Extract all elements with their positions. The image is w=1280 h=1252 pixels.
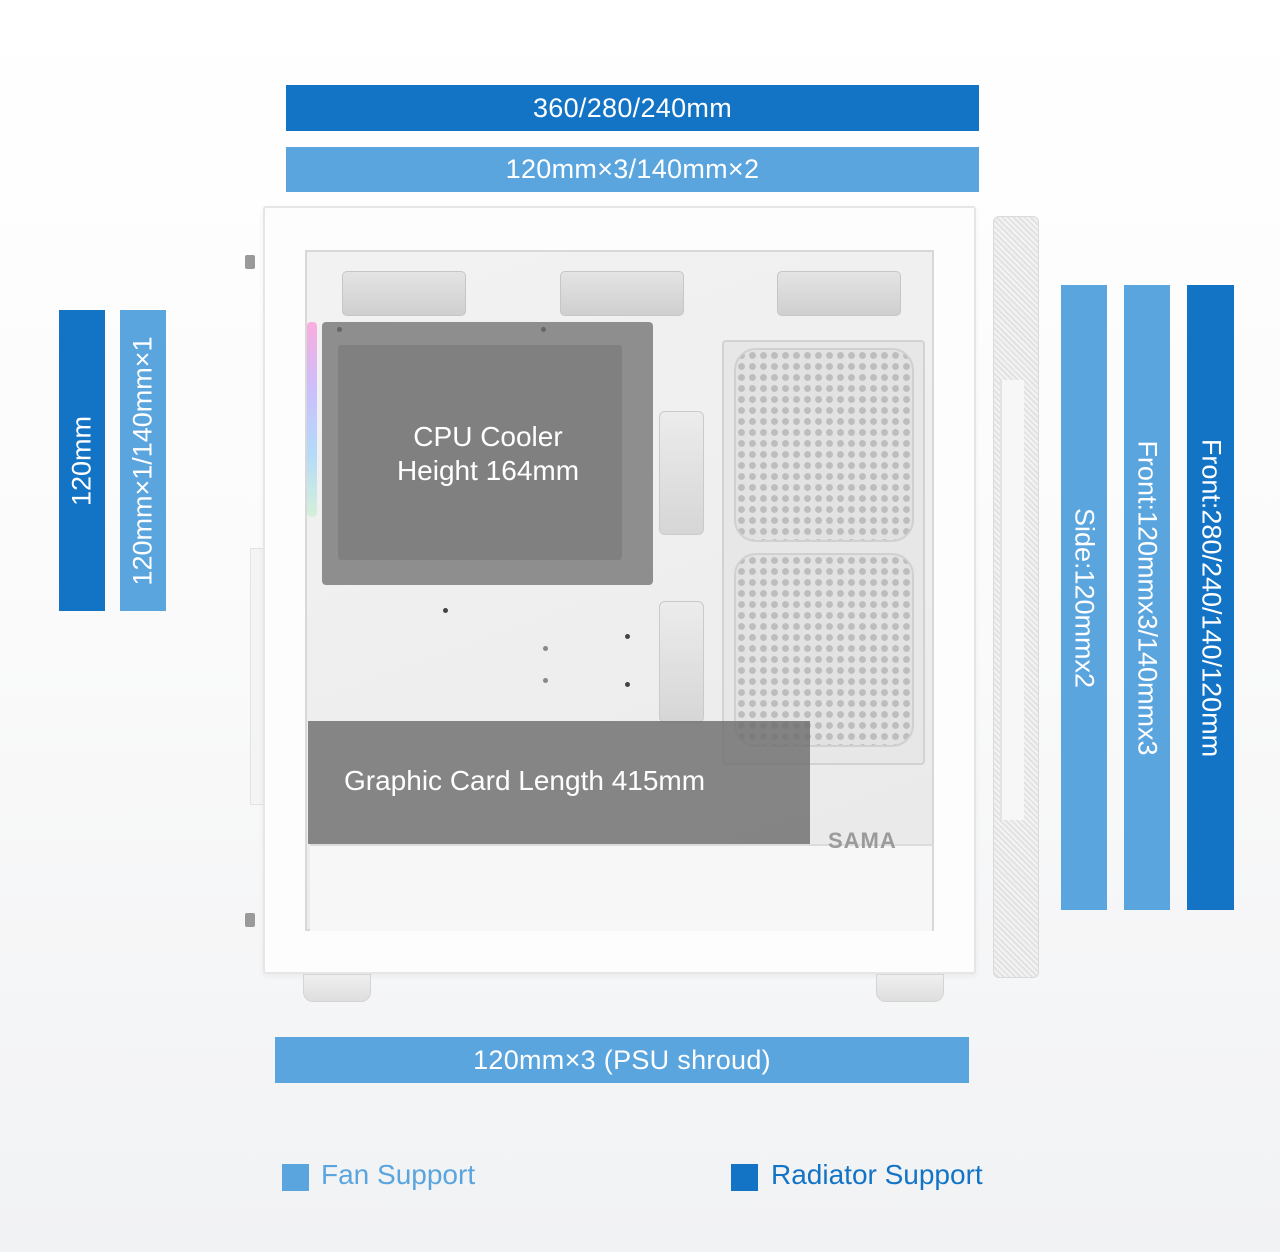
cable-grommet-lower (659, 601, 704, 723)
radiator-support-legend: Radiator Support (771, 1159, 983, 1190)
cpu-cooler-label: CPU Cooler Height 164mm (338, 420, 638, 488)
standoff (543, 678, 548, 683)
rear-fan-label: 120mm×1/140mm×1 (127, 335, 158, 586)
top-fan-label: 120mm×3/140mm×2 (505, 154, 760, 184)
standoff (443, 608, 448, 613)
gpu-length-label: Graphic Card Length 415mm (344, 765, 706, 796)
brand-logo: SAMA (828, 828, 897, 853)
rear-radiator-bar: 120mm (59, 310, 105, 611)
graphics-card-zone (308, 721, 810, 844)
top-radiator-bar: 360/280/240mm (286, 85, 979, 131)
top-fan-bar: 120mm×3/140mm×2 (286, 147, 979, 192)
standoff (541, 327, 546, 332)
front-fan-mesh-lower (734, 553, 914, 747)
cpu-cooler-label-line1: CPU Cooler (413, 421, 563, 452)
fan-support-swatch (282, 1164, 309, 1191)
psu-shroud-fan-label: 120mm×3 (PSU shroud) (473, 1044, 771, 1075)
rear-rgb-fan (307, 322, 317, 517)
front-fan-label: Front:120mmx3/140mmx3 (1132, 439, 1163, 756)
case-foot-left (303, 974, 371, 1002)
rear-fan-bar: 120mm×1/140mm×1 (120, 310, 166, 611)
fan-support-legend: Fan Support (321, 1159, 476, 1190)
radiator-support-swatch (731, 1164, 758, 1191)
side-fan-bar: Side:120mmx2 (1061, 285, 1107, 910)
cable-grommet-upper (659, 411, 704, 535)
case-foot-right (876, 974, 944, 1002)
top-fan-slot-3 (777, 271, 901, 316)
top-hinge (245, 255, 255, 269)
psu-shroud (310, 844, 932, 931)
front-radiator-bar: Front:280/240/140/120mm (1187, 285, 1234, 910)
top-fan-slot-1 (342, 271, 466, 316)
bottom-hinge (245, 913, 255, 927)
side-fan-label: Side:120mmx2 (1069, 507, 1100, 688)
top-fan-slot-2 (560, 271, 684, 316)
psu-shroud-fan-bar: 120mm×3 (PSU shroud) (275, 1037, 969, 1083)
rear-io-panel (250, 548, 264, 805)
front-panel-trim (1000, 380, 1024, 820)
cpu-cutout (338, 345, 622, 560)
rear-radiator-label: 120mm (66, 415, 97, 506)
front-fan-bar: Front:120mmx3/140mmx3 (1124, 285, 1170, 910)
standoff (625, 682, 630, 687)
standoff (543, 646, 548, 651)
front-fan-mesh-upper (734, 348, 914, 542)
standoff (337, 327, 342, 332)
front-radiator-label: Front:280/240/140/120mm (1196, 438, 1226, 757)
standoff (625, 634, 630, 639)
cpu-cooler-label-line2: Height 164mm (396, 455, 580, 486)
top-radiator-label: 360/280/240mm (532, 92, 733, 123)
